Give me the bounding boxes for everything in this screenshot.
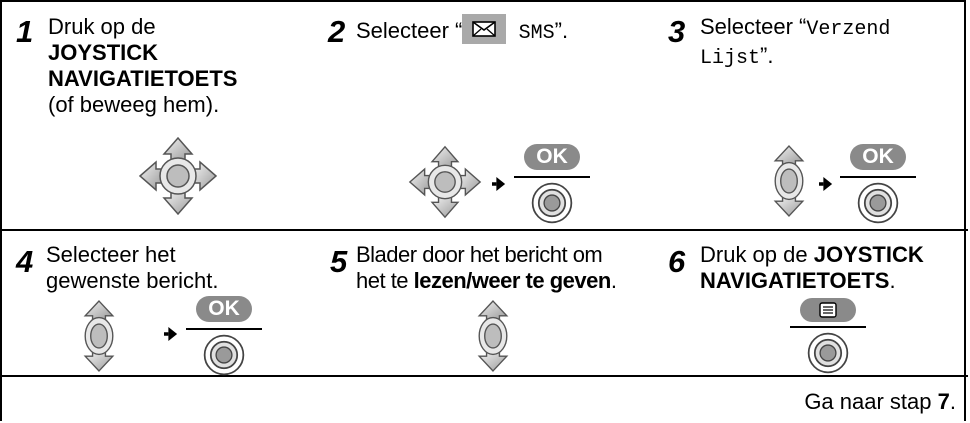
ok-label: OK [850,144,906,170]
step-2-suffix: ”. [554,18,569,43]
step-6-line1-bold: JOYSTICK [813,242,924,267]
arrow-right-icon [164,326,178,342]
step-1-line1: Druk op de [48,14,156,39]
step-6-text: Druk op de JOYSTICK NAVIGATIETOETS. [700,242,924,294]
joystick-4way-icon [138,136,218,216]
step-3-menu-line2: Lijst [700,47,761,70]
joystick-press-icon [806,331,850,375]
step-6-line2-bold: NAVIGATIETOETS [700,268,890,293]
joystick-updown-icon [766,143,812,219]
step-6-line2-suffix: . [889,268,896,293]
footer-suffix: . [949,389,956,414]
menu-soft-key [800,298,856,322]
step-1-text: Druk op de JOYSTICK NAVIGATIETOETS (of b… [48,14,237,118]
footer-divider [0,375,968,377]
step-4-text: Selecteer het gewenste bericht. [46,242,218,294]
step-number-6: 6 [668,244,686,279]
envelope-icon [462,14,507,44]
footer-next-step: Ga naar stap 7. [804,389,956,415]
step-5-line2-bold: lezen/weer te geven [413,268,612,293]
ok-label: OK [524,144,580,170]
step-number-5: 5 [330,244,348,279]
step-1-line3: NAVIGATIETOETS [48,66,238,91]
step-number-2: 2 [328,14,346,49]
step-4-line2: gewenste bericht. [46,268,219,293]
ok-key-icon: OK [186,296,262,377]
step-3-menu-line1: Verzend [806,18,891,41]
joystick-4way-icon [408,145,482,219]
ok-button-icon [856,181,900,225]
step-1-line2: JOYSTICK [48,40,159,65]
step-1-line4: (of beweeg hem). [48,92,220,117]
step-3-suffix: ”. [760,43,774,68]
joystick-updown-icon [76,298,122,374]
step-3-text: Selecteer “Verzend Lijst”. [700,14,890,72]
menu-list-icon [819,302,837,318]
ok-key-icon: OK [840,144,916,225]
ok-button-icon [530,181,574,225]
step-number-1: 1 [16,14,34,49]
ok-key-icon: OK [514,144,590,225]
ok-button-icon [202,333,246,377]
step-6-line1-prefix: Druk op de [700,242,814,267]
footer-step-number: 7 [937,389,950,414]
arrow-right-icon [819,176,833,192]
step-3-prefix: Selecteer “ [700,14,807,39]
step-4-line1: Selecteer het [46,242,176,267]
step-number-4: 4 [16,244,34,279]
step-number-3: 3 [668,14,686,49]
arrow-right-icon [492,176,506,192]
step-2-text: Selecteer “ SMS”. [356,14,568,47]
footer-prefix: Ga naar stap [804,389,938,414]
step-5-line2-prefix: het te [356,268,414,293]
step-2-menu-sms: SMS [518,22,555,45]
ok-label: OK [196,296,252,322]
step-2-prefix: Selecteer “ [356,18,463,43]
step-5-text: Blader door het bericht om het te lezen/… [356,242,617,294]
menu-key-icon [790,298,866,375]
joystick-updown-icon [470,298,516,374]
step-5-line2-suffix: . [610,268,617,293]
row-divider [0,229,968,231]
step-5-line1: Blader door het bericht om [356,242,603,267]
